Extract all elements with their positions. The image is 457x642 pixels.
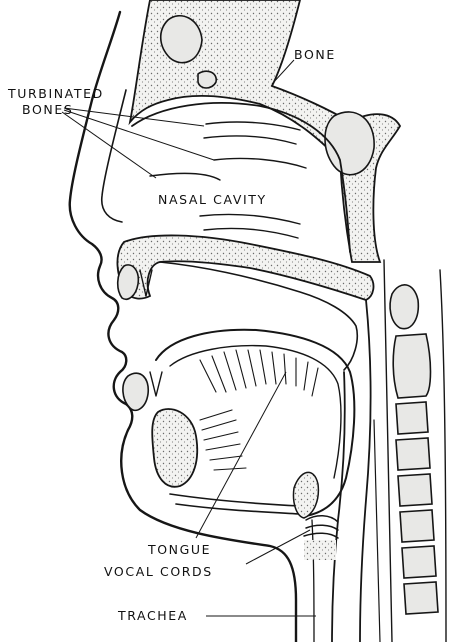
- label-tongue: TONGUE: [147, 542, 211, 557]
- vertebra-7: [402, 546, 436, 578]
- turbinate-lower: [200, 214, 300, 224]
- vertebra-8: [404, 582, 438, 614]
- vertebra-6: [400, 510, 434, 542]
- spine-front-line: [384, 260, 392, 642]
- vertebra-3: [396, 402, 428, 434]
- lower-teeth: [123, 373, 148, 410]
- label-turbinated-line2: BONES: [22, 102, 73, 117]
- vocal-cords-leader-line: [246, 530, 310, 564]
- label-trachea: TRACHEA: [117, 608, 188, 623]
- palate: [117, 235, 373, 300]
- sphenoid-sinus: [325, 112, 374, 175]
- label-vocal-cords: VOCAL CORDS: [104, 564, 213, 579]
- pharynx-front: [332, 372, 345, 642]
- turbinate-upper-2: [204, 136, 296, 144]
- vertebra-5: [398, 474, 432, 506]
- vertebra-2: [393, 334, 430, 398]
- epiglottis: [293, 472, 318, 518]
- label-bone: BONE: [294, 47, 336, 62]
- nose-inner-line: [102, 90, 126, 222]
- spinal-canal-line: [440, 270, 446, 642]
- larynx-stipple: [304, 540, 336, 560]
- small-sinus: [198, 71, 216, 88]
- turbinate-middle-2: [150, 173, 220, 180]
- vocal-cords-region: [304, 516, 338, 538]
- neck-tissue-line: [374, 420, 380, 642]
- frontal-sinus: [161, 16, 202, 63]
- label-turbinated-line1: TURBINATED: [7, 86, 104, 101]
- turbinate-middle: [214, 158, 306, 168]
- label-nasal-cavity: NASAL CAVITY: [158, 192, 267, 207]
- turbinate-lower-2: [204, 228, 298, 238]
- esophagus-line: [312, 520, 314, 642]
- pharynx-back: [360, 300, 371, 642]
- vertebra-1: [390, 285, 418, 329]
- tongue-fibers: [200, 350, 318, 470]
- lower-incisor: [150, 372, 162, 396]
- mandible: [152, 409, 197, 487]
- turbinate-upper: [206, 122, 300, 130]
- vertebra-4: [396, 438, 430, 470]
- jaw-floor: [170, 494, 300, 514]
